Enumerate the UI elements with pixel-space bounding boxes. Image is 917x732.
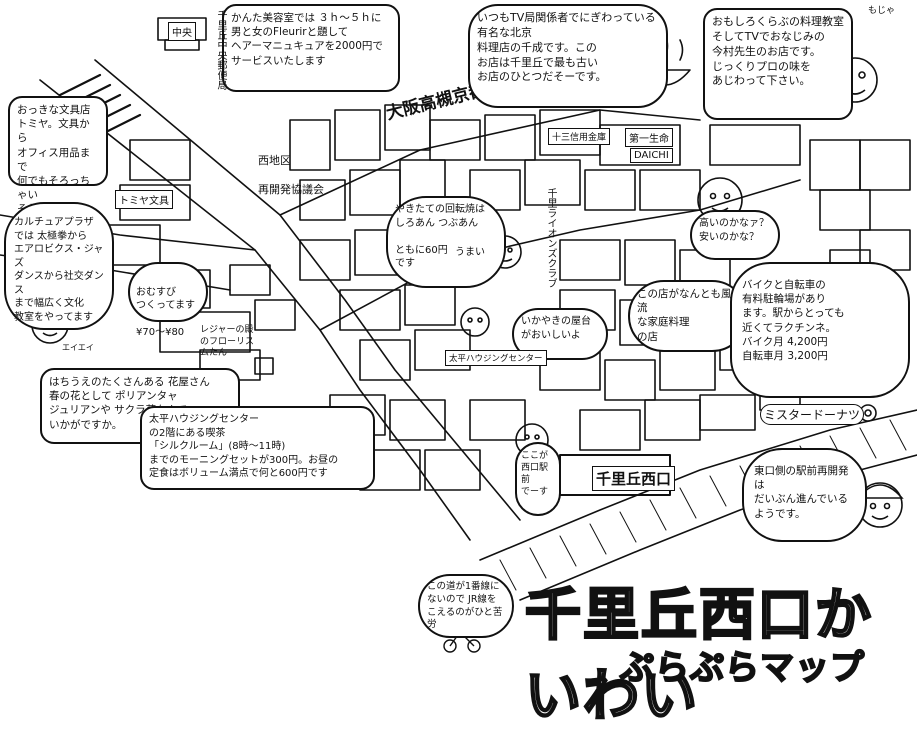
bubble-cafe-silk-room: 太平ハウジングセンター の2階にある喫茶 「シルクルーム」(8時～11時) まで… bbox=[140, 406, 375, 490]
bubble-west-exit-guide: ここが 西口駅前 でーす bbox=[515, 442, 561, 516]
label-umai: うまい bbox=[455, 247, 485, 258]
jusanshin-sign: 十三信用金庫 bbox=[548, 128, 611, 145]
chef-exclaim-label: もじゃ bbox=[868, 6, 896, 16]
first-life-sign: 第一生命 bbox=[625, 128, 673, 147]
tomiya-sign: トミヤ文具 bbox=[115, 190, 173, 209]
onigiri-label: おむすび つくってます bbox=[136, 286, 195, 312]
leisure-building-label: レジャーの殿のフローリスムたん bbox=[200, 325, 255, 359]
bubble-culture-plaza: カルチュアプラザ では 太極拳から エアロビクス・ジャズ ダンスから社交ダンス … bbox=[4, 202, 114, 330]
boy-exclaim-label: エイエイ bbox=[62, 343, 94, 352]
bubble-ramen-shop: いつもTV局関係者でにぎわっている有名な北京 料理店の千成です。この お店は千里… bbox=[468, 4, 668, 108]
onigiri-price: ¥70～¥80 bbox=[136, 327, 185, 338]
chuo-sign: 中央 bbox=[168, 22, 196, 41]
map-subtitle: ぷらぷらマップ bbox=[619, 647, 865, 689]
label-redevelopment-council: 西地区 再開発協議会 bbox=[258, 140, 324, 197]
daichi-sign: DAICHI bbox=[630, 148, 673, 163]
bubble-imagawayaki: やきたての回転焼は しろあん つぶあん ともに60円 です bbox=[386, 196, 506, 288]
bubble-cooking-class: おもしろくらぶの料理教室 そしてTVでおなじみの 今村先生のお店です。 じっくり… bbox=[703, 8, 853, 120]
bubble-onigiri: おむすび つくってます ¥70～¥80 bbox=[128, 262, 208, 338]
bubble-bicycle-parking: バイクと自転車の 有料駐輪場があり ます。駅からとっても 近くてラクチンネ。 バ… bbox=[730, 262, 910, 398]
buildings-center bbox=[289, 104, 526, 491]
bubble-east-exit: 東口側の駅前再開発は だいぶん進んでいるようです。 bbox=[742, 448, 867, 542]
face-yatai bbox=[460, 307, 490, 337]
redevelopment-prefix: 西地区 bbox=[258, 154, 291, 168]
station-sign: 千里丘西口 bbox=[592, 466, 676, 491]
post-office-label: 千里丘中央郵便局 bbox=[215, 10, 226, 90]
bubble-beauty-salon: かんた美容室では ３ｈ～５ｈに 男と女のFleurirと題して ヘアーマニュキュ… bbox=[222, 4, 400, 92]
railway-bottom bbox=[519, 454, 917, 601]
taihei-housing-sign: 太平ハウジングセンター bbox=[445, 350, 547, 366]
lions-club-label: 千里ライオンズクラブ bbox=[545, 188, 556, 288]
bubble-home-cooking: この店がなんとも風流 な家庭料理 の店 bbox=[628, 280, 748, 352]
bubble-stationery-store: おっきな文具店 トミヤ。文具から オフィス用品まで 何でもそろっちゃい そう。 bbox=[8, 96, 108, 215]
street-north-edge bbox=[94, 59, 521, 521]
street-north bbox=[39, 79, 471, 541]
bubble-road-note: この道が1番線に ないので JR線を こえるのがひと苦労 bbox=[418, 574, 514, 638]
bubble-price-question: 高いのかなァ？ 安いのかな？ bbox=[690, 210, 780, 260]
buildings-northeast bbox=[429, 109, 911, 211]
mister-donut-sign: ミスタードーナツ bbox=[760, 404, 865, 425]
redevelopment-name: 再開発協議会 bbox=[258, 182, 324, 196]
